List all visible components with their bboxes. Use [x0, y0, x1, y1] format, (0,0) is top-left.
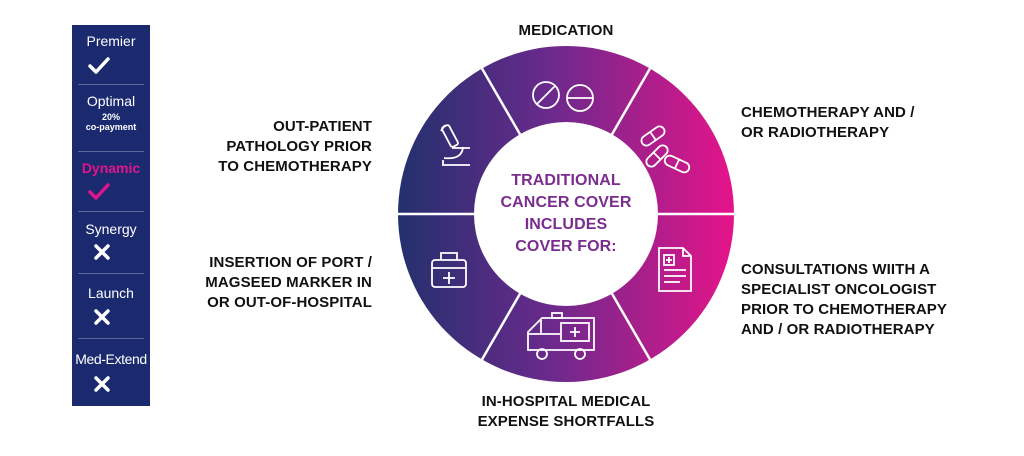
center-line: COVER FOR: [515, 238, 617, 255]
label-line: IN-HOSPITAL MEDICAL [481, 393, 651, 410]
label-line: EXPENSE SHORTFALLS [477, 413, 655, 430]
medical-bag-icon [431, 252, 467, 288]
center-line: TRADITIONAL [511, 172, 621, 189]
plan-name: Optimal [86, 93, 136, 109]
plan-med-extend: Med-Extend [72, 351, 150, 392]
plan-list: Premier Optimal 20% co-payment Dynamic S… [72, 25, 150, 406]
label-line: INSERTION OF PORT / [209, 254, 372, 271]
label-line: SPECIALIST ONCOLOGIST [741, 281, 937, 298]
label-line: MEDICATION [518, 22, 614, 39]
label-line: CHEMOTHERAPY AND / [741, 104, 915, 121]
label-in-hospital: IN-HOSPITAL MEDICAL EXPENSE SHORTFALLS [456, 392, 676, 432]
plan-name: Premier [86, 33, 136, 49]
label-line: AND / OR RADIOTHERAPY [741, 321, 935, 338]
plan-synergy: Synergy [72, 221, 150, 260]
check-icon [88, 57, 110, 74]
label-out-patient-pathology: OUT-PATIENT PATHOLOGY PRIOR TO CHEMOTHER… [190, 117, 372, 177]
plan-launch: Launch [72, 285, 150, 325]
center-line: INCLUDES [524, 216, 608, 233]
divider [78, 211, 144, 212]
label-line: MAGSEED MARKER IN [205, 274, 372, 291]
cross-icon [94, 244, 110, 260]
label-line: OR OUT-OF-HOSPITAL [207, 294, 372, 311]
center-line: CANCER COVER [500, 194, 632, 211]
plan-premier: Premier [72, 33, 150, 74]
divider [78, 273, 144, 274]
plan-optimal: Optimal 20% co-payment [72, 93, 150, 132]
plan-name: Dynamic [81, 160, 141, 176]
capsules-icon [640, 125, 691, 174]
center-caption: TRADITIONAL CANCER COVER INCLUDES COVER … [486, 170, 646, 258]
label-chemotherapy: CHEMOTHERAPY AND / OR RADIOTHERAPY [741, 103, 914, 143]
label-consultations: CONSULTATIONS WIITH A SPECIALIST ONCOLOG… [741, 260, 947, 340]
plan-copayment: 20% [101, 112, 120, 122]
label-line: PATHOLOGY PRIOR [226, 138, 372, 155]
plan-name: Launch [88, 285, 134, 301]
report-icon [658, 247, 692, 292]
plan-copayment-label: co-payment [85, 122, 137, 132]
wheel-center [474, 122, 658, 306]
label-line: OR RADIOTHERAPY [741, 124, 890, 141]
check-icon [88, 183, 110, 200]
divider [78, 84, 144, 85]
divider [78, 338, 144, 339]
label-line: OUT-PATIENT [273, 118, 372, 135]
label-medication: MEDICATION [486, 21, 646, 41]
pills-icon [532, 81, 594, 112]
plan-name: Synergy [85, 221, 137, 237]
label-line: TO CHEMOTHERAPY [218, 158, 372, 175]
label-insertion-of-port: INSERTION OF PORT / MAGSEED MARKER IN OR… [190, 253, 372, 313]
label-line: CONSULTATIONS WIITH A [741, 261, 931, 278]
cross-icon [94, 376, 110, 392]
plan-dynamic: Dynamic [72, 160, 150, 200]
microscope-icon [440, 124, 470, 166]
cross-icon [94, 309, 110, 325]
ambulance-icon [527, 312, 595, 360]
divider [78, 151, 144, 152]
plan-name: Med-Extend [75, 351, 147, 367]
label-line: PRIOR TO CHEMOTHERAPY [741, 301, 948, 318]
